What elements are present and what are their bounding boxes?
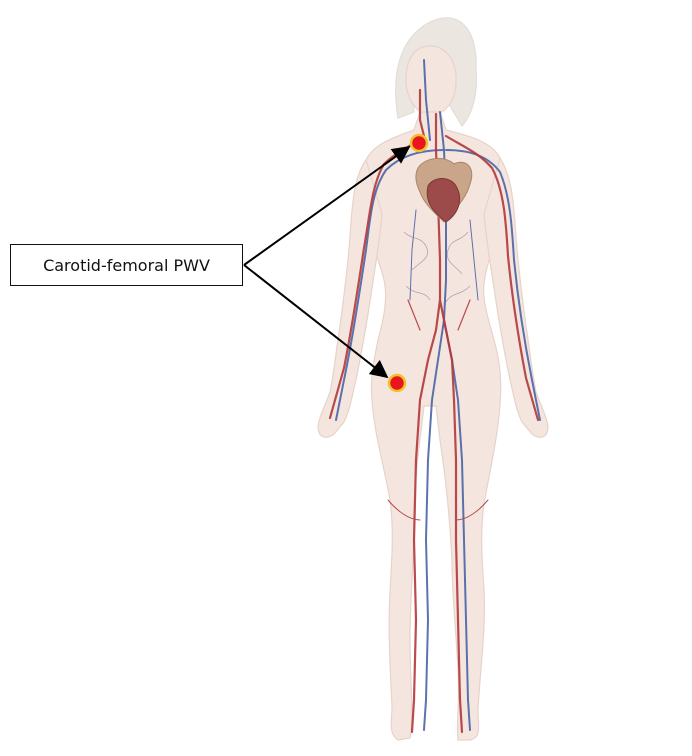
body-silhouette (318, 18, 548, 740)
femoral-artery-marker (389, 375, 405, 391)
annotation-label: Carotid-femoral PWV (43, 256, 210, 275)
carotid-artery-marker (411, 135, 427, 151)
annotation-label-box: Carotid-femoral PWV (10, 244, 243, 286)
head (406, 46, 456, 116)
